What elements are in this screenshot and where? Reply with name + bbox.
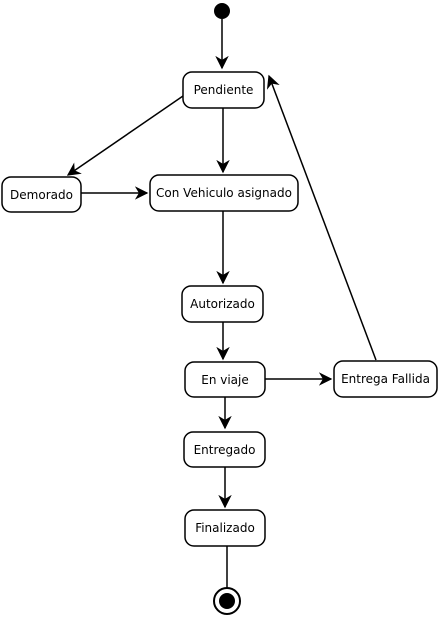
state-finalizado-label: Finalizado (195, 521, 255, 535)
state-pendiente: Pendiente (182, 71, 265, 109)
state-con-vehiculo-asignado-label: Con Vehiculo asignado (156, 186, 292, 200)
state-entrega-fallida: Entrega Fallida (333, 360, 438, 398)
initial-node (214, 3, 230, 19)
state-demorado-label: Demorado (10, 188, 73, 202)
state-entregado-label: Entregado (194, 443, 256, 457)
edge-pendiente-to-demorado (66, 95, 184, 176)
state-demorado: Demorado (1, 176, 82, 213)
state-en-viaje: En viaje (184, 361, 266, 398)
state-entregado: Entregado (183, 431, 266, 468)
state-autorizado: Autorizado (181, 285, 264, 323)
state-entrega-fallida-label: Entrega Fallida (341, 372, 430, 386)
state-pendiente-label: Pendiente (194, 83, 254, 97)
state-en-viaje-label: En viaje (201, 373, 249, 387)
state-con-vehiculo-asignado: Con Vehiculo asignado (149, 174, 299, 212)
state-autorizado-label: Autorizado (190, 297, 255, 311)
edge-entrega-fallida-to-pendiente (266, 74, 377, 361)
final-node (213, 587, 241, 615)
state-finalizado: Finalizado (184, 509, 266, 547)
